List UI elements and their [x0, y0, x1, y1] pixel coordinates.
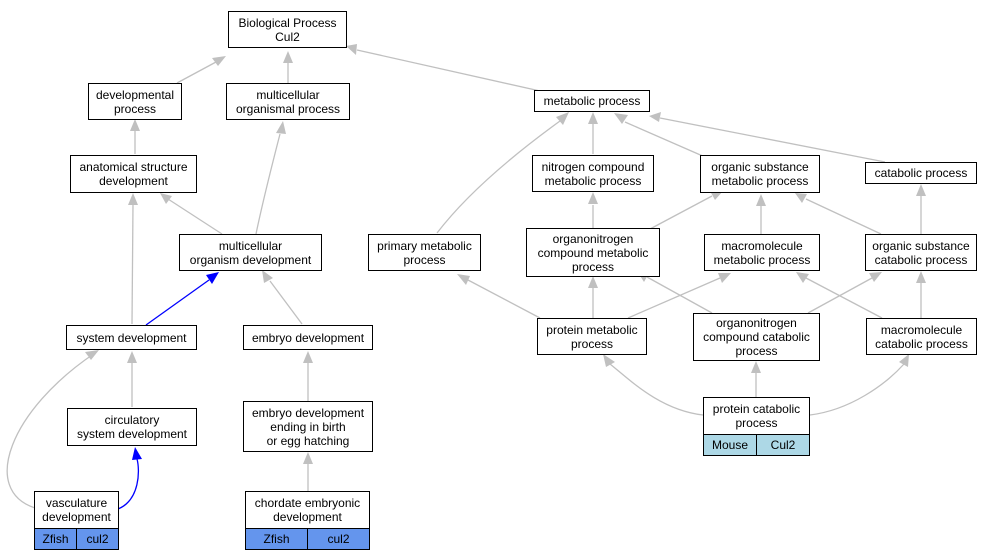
- edge-mo-development-to-mo-process: [255, 133, 281, 235]
- node-chordate-embryonic-development[interactable]: chordate embryonic development Zfish cul…: [245, 491, 370, 550]
- arrow-organic-sub-2: [756, 194, 766, 206]
- gene-tag: cul2: [76, 529, 118, 549]
- node-protein-metabolic-process[interactable]: protein metabolic process: [537, 318, 647, 355]
- edge-mo-development-to-anatomical: [167, 198, 223, 235]
- node-organic-substance-metabolic-process[interactable]: organic substance metabolic process: [700, 155, 820, 193]
- node-organonitrogen-compound-catabolic-process[interactable]: organonitrogen compound catabolic proces…: [693, 313, 820, 361]
- node-metabolic-process[interactable]: metabolic process: [534, 90, 650, 112]
- edge-catabolic-to-metabolic: [659, 117, 886, 163]
- node-embryo-development-ending[interactable]: embryo development ending in birth or eg…: [243, 401, 373, 452]
- node-organic-substance-catabolic-process[interactable]: organic substance catabolic process: [865, 234, 977, 271]
- arrow-mm-cat: [899, 354, 909, 367]
- arrow-metabolic-4: [649, 112, 661, 122]
- arrow-macromolecule-met-2: [796, 272, 809, 283]
- arrow-embryo-ending: [303, 452, 313, 464]
- edge-protein-met-to-primary: [467, 279, 541, 319]
- node-biological-process[interactable]: Biological Process Cul2: [228, 11, 347, 48]
- node-organonitrogen-compound-metabolic-process[interactable]: organonitrogen compound metabolic proces…: [526, 228, 660, 277]
- edge-protein-cat-to-mm-cat: [809, 363, 905, 416]
- arrow-macromolecule-met-1: [718, 273, 731, 283]
- edge-onc-cat-to-organonitrogen-met: [646, 276, 713, 314]
- edge-embryo-to-mo-development: [269, 280, 303, 325]
- edge-vasculature-to-system: [6, 352, 96, 509]
- node-label: protein catabolic process: [712, 402, 801, 430]
- arrow-organic-sub-cat-1: [869, 272, 882, 282]
- edge-mm-cat-to-macromolecule-met: [805, 277, 883, 319]
- node-label: vasculature development: [42, 496, 111, 524]
- node-protein-catabolic-process[interactable]: protein catabolic process Mouse Cul2: [703, 397, 810, 456]
- node-label: chordate embryonic development: [254, 496, 361, 524]
- arrow-biological-2: [283, 51, 293, 63]
- arrow-metabolic-1: [556, 112, 569, 125]
- node-anatomical-structure-development[interactable]: anatomical structure development: [70, 155, 197, 193]
- arrow-metabolic-3: [614, 113, 628, 124]
- edge-system-to-anatomical: [131, 203, 134, 325]
- species-tag: Zfish: [246, 529, 307, 549]
- node-vasculature-development[interactable]: vasculature development Zfish cul2: [34, 491, 119, 550]
- node-multicellular-organism-development[interactable]: multicellular organism development: [179, 234, 322, 271]
- arrow-protein-met: [603, 354, 615, 367]
- edge-metabolic-to-biological: [356, 49, 541, 92]
- arrow-primary: [457, 274, 470, 285]
- arrow-organic-sub-1: [710, 191, 723, 200]
- edge-organic-sub-to-metabolic: [624, 121, 706, 158]
- node-macromolecule-metabolic-process[interactable]: macromolecule metabolic process: [704, 234, 820, 271]
- arrow-mo-development-blue: [206, 272, 219, 284]
- gene-tag: cul2: [307, 529, 369, 549]
- edge-primary-to-metabolic: [436, 120, 561, 234]
- arrow-biological-1: [212, 56, 226, 66]
- arrow-biological-3: [346, 44, 357, 55]
- arrow-mo-process: [276, 121, 286, 134]
- edge-system-to-mo-development-blue: [145, 279, 210, 326]
- arrow-mo-development: [262, 270, 273, 283]
- node-developmental-process[interactable]: developmental process: [88, 83, 182, 120]
- node-multicellular-organismal-process[interactable]: multicellular organismal process: [226, 83, 350, 120]
- node-catabolic-process[interactable]: catabolic process: [865, 162, 977, 184]
- edge-protein-met-to-macromolecule-met: [627, 277, 721, 319]
- edge-vasculature-to-circulatory-blue: [117, 458, 139, 510]
- arrow-embryo: [303, 351, 313, 363]
- arrow-catabolic: [916, 184, 926, 196]
- species-tag: Zfish: [35, 529, 76, 549]
- gene-tag: Cul2: [756, 435, 809, 455]
- arrow-anatomical-2: [160, 193, 172, 204]
- arrow-circulatory-blue: [132, 447, 142, 460]
- node-system-development[interactable]: system development: [66, 325, 197, 350]
- edge-developmental-to-biological: [176, 61, 217, 84]
- edge-organonitrogen-met-to-organic-sub: [649, 195, 713, 230]
- species-tag: Mouse: [704, 435, 756, 455]
- edge-organic-sub-cat-to-organic-sub: [805, 198, 882, 235]
- node-embryo-development[interactable]: embryo development: [243, 325, 373, 350]
- node-circulatory-system-development[interactable]: circulatory system development: [67, 408, 197, 446]
- arrow-onc-cat: [751, 361, 761, 373]
- arrow-organic-sub-3: [795, 193, 807, 203]
- arrow-system-1: [85, 350, 99, 360]
- arrow-anatomical-1: [128, 193, 138, 205]
- arrow-nitrogen: [588, 192, 598, 204]
- node-nitrogen-compound-metabolic-process[interactable]: nitrogen compound metabolic process: [532, 155, 654, 192]
- arrow-developmental: [130, 119, 140, 131]
- node-primary-metabolic-process[interactable]: primary metabolic process: [368, 234, 481, 271]
- arrow-organonitrogen-met-1: [588, 276, 598, 288]
- edge-protein-cat-to-protein-met: [609, 363, 704, 416]
- node-macromolecule-catabolic-process[interactable]: macromolecule catabolic process: [866, 318, 977, 355]
- arrow-metabolic-2: [588, 112, 598, 124]
- arrow-system-2: [127, 351, 137, 363]
- arrow-organic-sub-cat-2: [916, 271, 926, 283]
